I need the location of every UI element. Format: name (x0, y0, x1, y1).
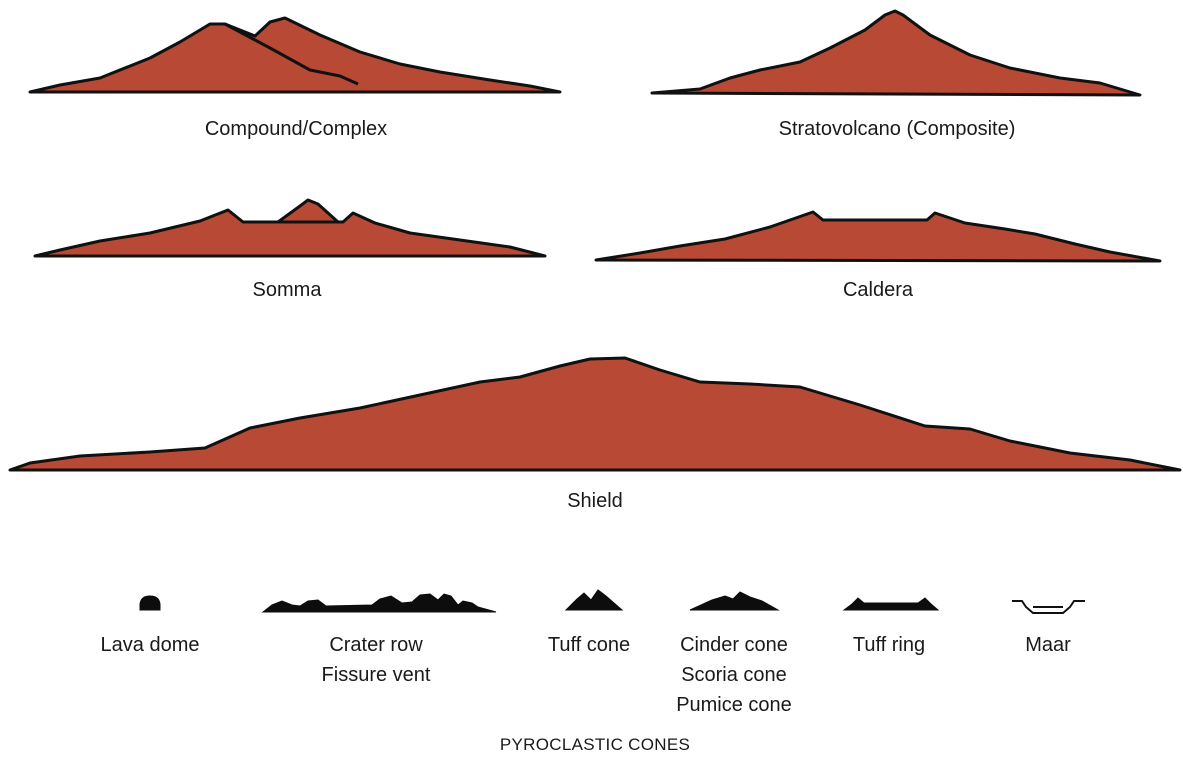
tuff-cone-icon (566, 590, 622, 610)
cinder-cone-icon (690, 592, 778, 610)
maar-label: Maar (1025, 630, 1071, 660)
crater-row-icon (263, 594, 496, 612)
somma-volcano-profile (35, 200, 545, 256)
lava-dome-label: Lava dome (101, 630, 200, 660)
tuff-ring-label: Tuff ring (853, 630, 925, 660)
pyroclastic-cones-heading: PYROCLASTIC CONES (500, 735, 690, 755)
cinder-cone-label: Cinder cone Scoria cone Pumice cone (676, 630, 792, 720)
tuff-cone-label: Tuff cone (548, 630, 630, 660)
maar-icon (1012, 601, 1085, 613)
stratovolcano-label: Stratovolcano (Composite) (779, 114, 1016, 144)
compound-volcano-profile (30, 18, 560, 92)
compound-complex-label: Compound/Complex (205, 114, 387, 144)
caldera-profile (596, 212, 1160, 261)
lava-dome-icon (140, 596, 160, 610)
stratovolcano-profile (652, 11, 1140, 95)
shield-label: Shield (567, 486, 623, 516)
crater-row-label: Crater row Fissure vent (322, 630, 431, 690)
shield-volcano-profile (10, 358, 1180, 470)
somma-label: Somma (253, 275, 322, 305)
caldera-label: Caldera (843, 275, 913, 305)
tuff-ring-icon (844, 598, 938, 610)
